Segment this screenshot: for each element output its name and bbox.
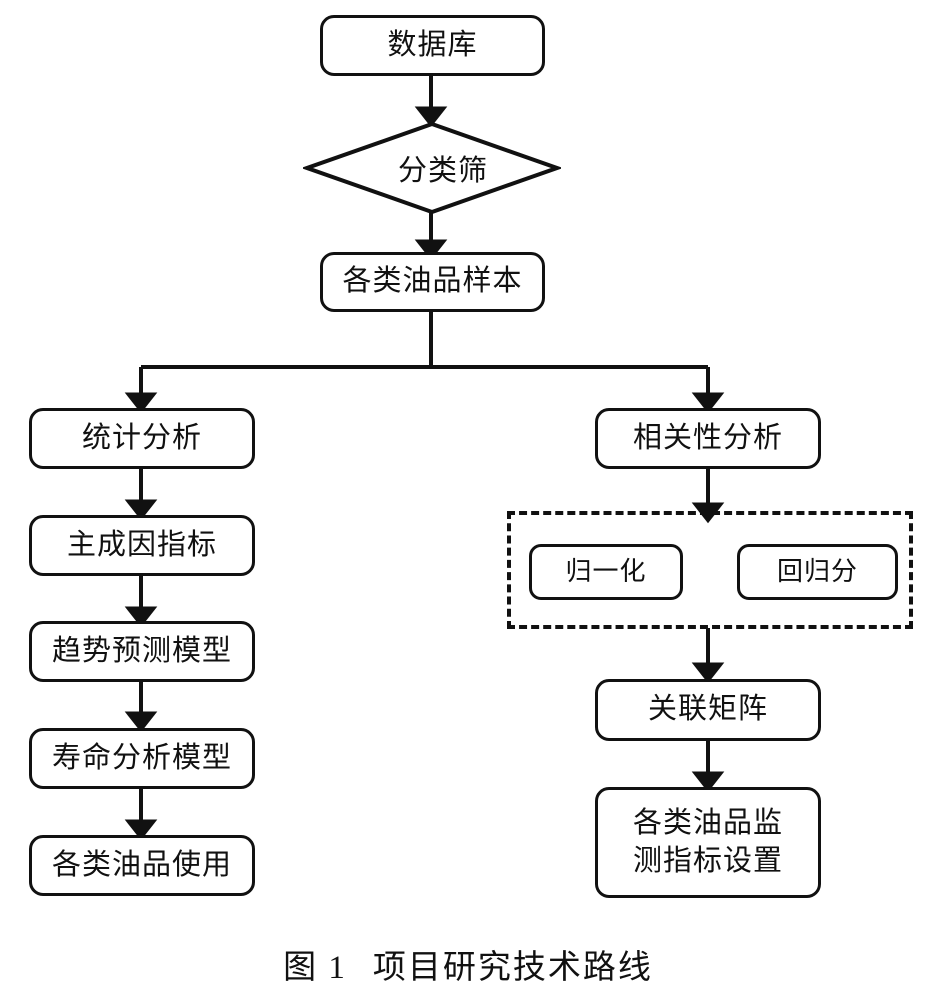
node-regression[interactable]: 回归分 (737, 544, 898, 600)
node-correlation-analysis[interactable]: 相关性分析 (595, 408, 821, 469)
node-regression-label: 回归分 (776, 556, 858, 587)
node-statistical-analysis[interactable]: 统计分析 (29, 408, 255, 469)
node-monitoring-index-setting-line1: 各类油品监 (632, 806, 783, 839)
node-statistical-analysis-label: 统计分析 (81, 421, 202, 454)
node-trend-prediction-model-label: 趋势预测模型 (51, 634, 232, 667)
node-correlation-matrix-label: 关联矩阵 (647, 693, 768, 726)
node-normalization[interactable]: 归一化 (529, 544, 683, 600)
node-trend-prediction-model[interactable]: 趋势预测模型 (29, 621, 255, 682)
node-database-label: 数据库 (387, 28, 478, 61)
node-classifier-label: 分类筛 (397, 155, 488, 187)
node-oil-usage[interactable]: 各类油品使用 (29, 835, 255, 896)
node-oil-samples-label: 各类油品样本 (342, 265, 523, 298)
node-monitoring-index-setting[interactable]: 各类油品监 测指标设置 (595, 787, 821, 898)
figure-caption: 图 1 项目研究技术路线 (0, 940, 936, 988)
node-oil-samples[interactable]: 各类油品样本 (320, 252, 545, 312)
node-monitoring-index-setting-line2: 测指标设置 (632, 844, 783, 877)
node-life-analysis-model-label: 寿命分析模型 (51, 741, 232, 774)
figure-caption-title: 项目研究技术路线 (372, 950, 653, 986)
node-principal-factor-index[interactable]: 主成因指标 (29, 515, 255, 576)
node-correlation-matrix[interactable]: 关联矩阵 (595, 679, 821, 741)
node-principal-factor-index-label: 主成因指标 (66, 528, 217, 561)
node-oil-usage-label: 各类油品使用 (51, 848, 232, 881)
figure-caption-label: 图 1 (283, 950, 347, 986)
node-normalization-label: 归一化 (565, 556, 647, 587)
node-correlation-analysis-label: 相关性分析 (632, 421, 783, 454)
node-database[interactable]: 数据库 (320, 15, 545, 76)
node-life-analysis-model[interactable]: 寿命分析模型 (29, 728, 255, 789)
node-classifier[interactable]: 分类筛 (303, 120, 561, 216)
